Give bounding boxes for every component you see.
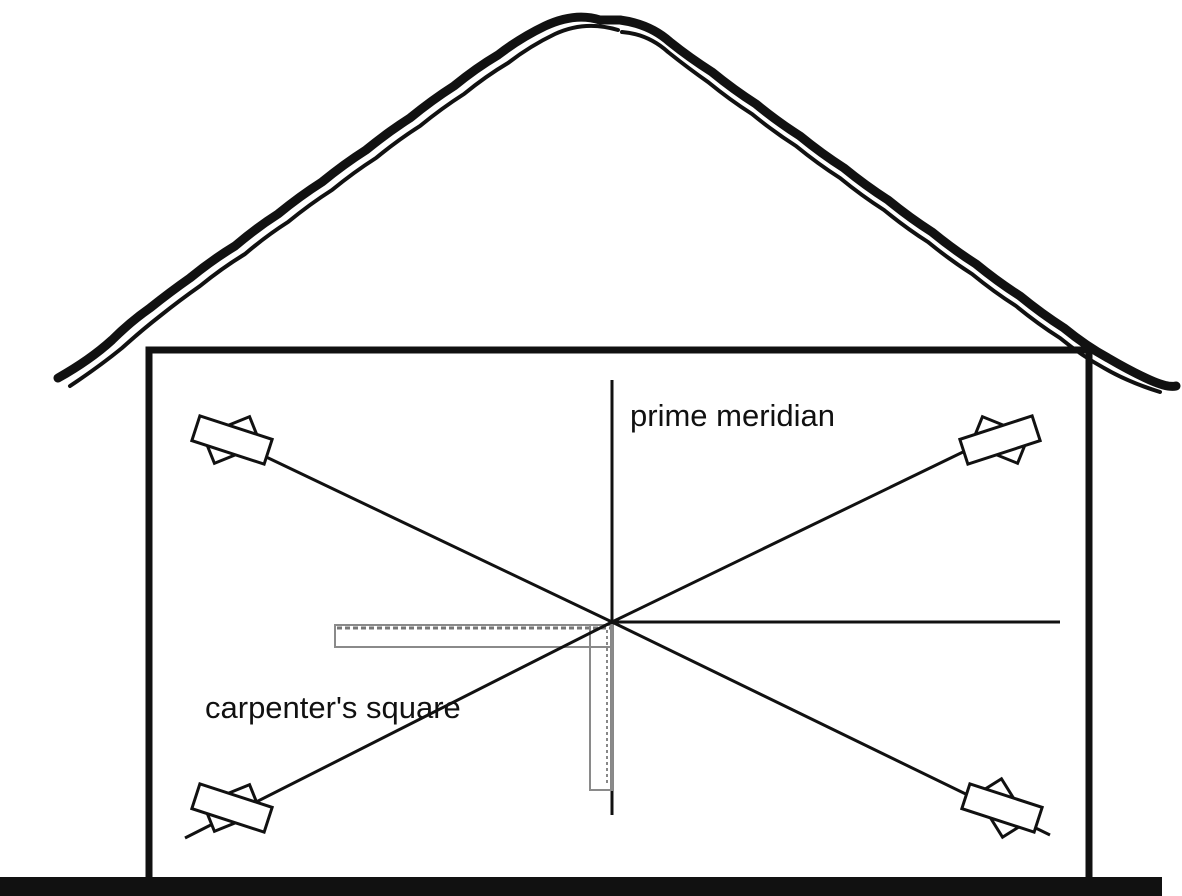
house-walls	[145, 346, 1093, 878]
ground-line	[0, 877, 1162, 896]
string-top-left	[261, 453, 613, 624]
carpenters-square-label: carpenter's square	[205, 690, 461, 725]
roof	[53, 12, 1181, 394]
square-vertical-arm	[589, 624, 613, 791]
string-top-right	[611, 450, 964, 624]
tape-bottom-left	[189, 782, 275, 834]
prime-meridian-label: prime meridian	[630, 398, 835, 433]
tape-bottom-right	[959, 776, 1045, 840]
roof-right-slope	[615, 15, 1181, 391]
carpenters-square	[334, 624, 613, 791]
tape-top-left	[189, 414, 275, 466]
tape-top-right	[957, 414, 1043, 466]
roof-left-slope	[53, 12, 625, 383]
